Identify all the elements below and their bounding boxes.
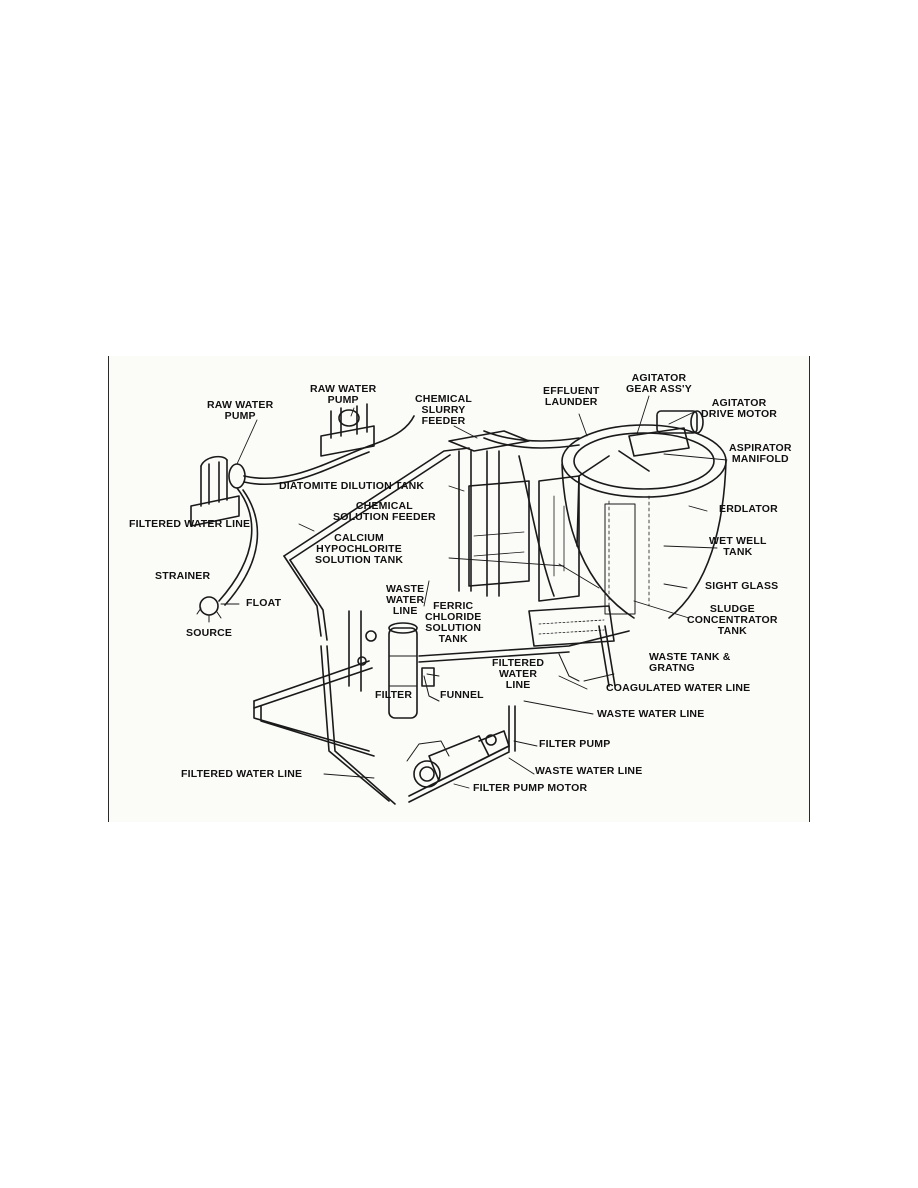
label-wet-well-tank: WET WELL TANK bbox=[709, 535, 767, 558]
label-filter: FILTER bbox=[375, 689, 413, 701]
raw-water-pump-right-drawing bbox=[320, 403, 375, 457]
intake-hose bbox=[218, 487, 253, 602]
strainer-drawing bbox=[199, 596, 219, 616]
leader-lines bbox=[220, 395, 728, 789]
label-aspirator-manifold: ASPIRATOR MANIFOLD bbox=[729, 442, 792, 465]
label-waste-water-line-upper: WASTE WATER LINE bbox=[386, 583, 425, 617]
erdlator-tank bbox=[561, 424, 727, 619]
label-filtered-water-line-lower: FILTERED WATER LINE bbox=[181, 768, 303, 780]
label-raw-water-pump-right: RAW WATER PUMP bbox=[310, 383, 377, 406]
label-strainer: STRAINER bbox=[155, 570, 211, 582]
label-ferric-chloride-solution-tank: FERRIC CHLORIDE SOLUTION TANK bbox=[425, 600, 482, 645]
label-coagulated-water-line: COAGULATED WATER LINE bbox=[606, 682, 751, 694]
label-sight-glass: SIGHT GLASS bbox=[705, 580, 779, 592]
label-calcium-hypochlorite-solution-tank: CALCIUM HYPOCHLORITE SOLUTION TANK bbox=[315, 532, 404, 566]
label-waste-tank-grating: WASTE TANK & GRATNG bbox=[649, 651, 731, 674]
label-funnel: FUNNEL bbox=[440, 689, 484, 701]
water-treatment-diagram: RAW WATER PUMP RAW WATER PUMP CHEMICAL S… bbox=[108, 356, 810, 822]
chemical-feeder-frames bbox=[448, 430, 636, 615]
filtered-water-line-pipe bbox=[283, 447, 470, 557]
raw-water-pump-left-drawing bbox=[190, 455, 246, 527]
label-sludge-concentrator-tank: SLUDGE CONCENTRATOR TANK bbox=[687, 603, 778, 637]
label-waste-water-line-lower: WASTE WATER LINE bbox=[535, 765, 643, 777]
label-erdlator: ERDLATOR bbox=[719, 503, 778, 515]
filter-unit-drawing bbox=[348, 610, 440, 719]
lower-pipe-run bbox=[253, 660, 373, 709]
label-filter-pump-motor: FILTER PUMP MOTOR bbox=[473, 782, 588, 794]
label-diatomite-dilution-tank: DIATOMITE DILUTION TANK bbox=[279, 480, 425, 492]
label-raw-water-pump-left: RAW WATER PUMP bbox=[207, 399, 274, 422]
label-float: FLOAT bbox=[246, 597, 282, 609]
label-agitator-drive-motor: AGITATOR DRIVE MOTOR bbox=[701, 397, 778, 420]
label-filtered-water-line-middle: FILTERED WATER LINE bbox=[492, 657, 545, 691]
label-agitator-gear-assy: AGITATOR GEAR ASS'Y bbox=[626, 372, 692, 395]
label-filtered-water-line-upper: FILTERED WATER LINE bbox=[129, 518, 251, 530]
label-effluent-launder: EFFLUENT LAUNDER bbox=[543, 385, 600, 408]
label-waste-water-line-middle: WASTE WATER LINE bbox=[597, 708, 705, 720]
filter-pump-drawing bbox=[406, 730, 510, 788]
label-chemical-slurry-feeder: CHEMICAL SLURRY FEEDER bbox=[415, 393, 473, 427]
label-chemical-solution-feeder: CHEMICAL SOLUTION FEEDER bbox=[333, 500, 436, 523]
label-source: SOURCE bbox=[186, 627, 233, 639]
coagulated-water-line-pipe bbox=[418, 630, 630, 657]
diagram-drawing bbox=[190, 395, 728, 805]
waste-tank-base bbox=[528, 605, 615, 647]
raw-water-line bbox=[243, 415, 415, 480]
label-filter-pump: FILTER PUMP bbox=[539, 738, 611, 750]
